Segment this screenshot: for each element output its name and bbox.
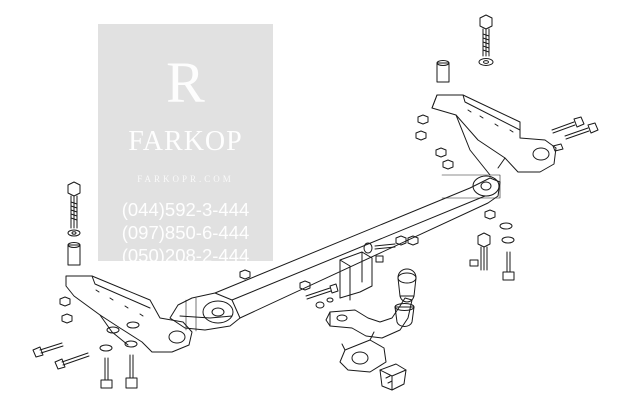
socket-plate [340,332,386,372]
left-mounting-bracket [66,276,192,352]
left-lower-fasteners [100,322,139,388]
tow-ball-neck [326,252,412,338]
right-lower-fasteners [470,223,514,280]
tow-bar-crossbar [170,175,500,331]
left-side-bolts [33,343,89,369]
watermark-phone: (050)208-2-444 [121,245,250,266]
watermark-logo-letter: R [166,50,205,115]
tow-ball [398,269,416,302]
right-top-fastener-stack [437,15,493,82]
watermark-phone: (097)850-6-444 [121,222,250,243]
nuts [60,115,495,323]
right-side-bolts [552,117,598,151]
watermark-brand: FARKOP [128,126,243,157]
watermark-panel: R FARKOP FARKOPR.COM (044)592-3-444 (097… [98,24,273,266]
watermark-site: FARKOPR.COM [137,174,234,184]
left-top-fastener-stack [68,182,80,265]
electrical-socket [380,364,406,390]
tow-ball-cover [395,304,414,327]
watermark-phone: (044)592-3-444 [121,199,250,220]
right-mounting-bracket [432,95,556,175]
center-fasteners [306,243,395,308]
